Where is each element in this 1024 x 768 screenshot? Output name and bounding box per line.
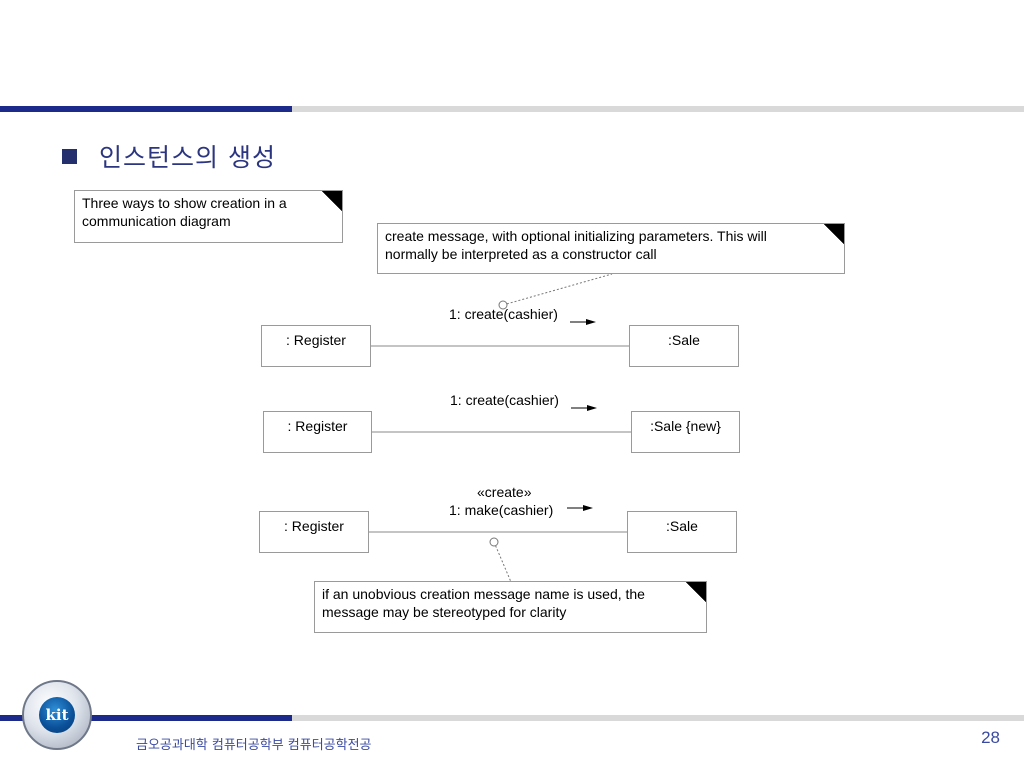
message-label-1: 1: create(cashier): [449, 306, 558, 322]
folded-corner-icon: [824, 224, 844, 244]
note-three-ways: Three ways to show creation in a communi…: [74, 190, 343, 243]
message-label-2: 1: create(cashier): [450, 392, 559, 408]
title-row: 인스턴스의 생성: [62, 138, 276, 174]
top-divider: [0, 106, 1024, 112]
slide-title: 인스턴스의 생성: [99, 143, 276, 172]
note-text-line: Three ways to show creation in a: [82, 195, 287, 211]
register-object-box: : Register: [259, 511, 369, 553]
logo-text: kit: [39, 697, 75, 733]
note-text-line: create message, with optional initializi…: [385, 228, 767, 244]
anchor-line-stereotype-note: [493, 541, 512, 583]
message-arrow-3: [567, 505, 593, 511]
stereotype-label: «create»: [477, 484, 532, 500]
anchor-circle-stereotype-note: [489, 537, 499, 547]
note-text-line: if an unobvious creation message name is…: [322, 586, 645, 602]
sale-object-box: :Sale: [629, 325, 739, 367]
note-text-line: normally be interpreted as a constructor…: [385, 246, 657, 262]
square-bullet-icon: [62, 148, 77, 164]
university-seal-logo: kit: [22, 680, 92, 750]
note-text-line: message may be stereotyped for clarity: [322, 604, 567, 620]
message-arrow-2: [571, 405, 597, 411]
message-arrow-1: [570, 319, 596, 325]
sale-object-box: :Sale: [627, 511, 737, 553]
message-label-3: 1: make(cashier): [449, 502, 554, 518]
anchor-line-create-note: [502, 273, 613, 306]
note-stereotype: if an unobvious creation message name is…: [314, 581, 707, 633]
folded-corner-icon: [322, 191, 342, 211]
note-text-line: communication diagram: [82, 213, 231, 229]
bottom-divider: [0, 715, 1024, 721]
register-object-box: : Register: [261, 325, 371, 367]
anchor-circle-create-note: [498, 300, 508, 310]
page-number: 28: [981, 728, 1000, 747]
footer-department: 금오공과대학 컴퓨터공학부 컴퓨터공학전공: [136, 738, 372, 753]
note-create-message: create message, with optional initializi…: [377, 223, 845, 274]
sale-new-object-box: :Sale {new}: [631, 411, 740, 453]
folded-corner-icon: [686, 582, 706, 602]
register-object-box: : Register: [263, 411, 372, 453]
